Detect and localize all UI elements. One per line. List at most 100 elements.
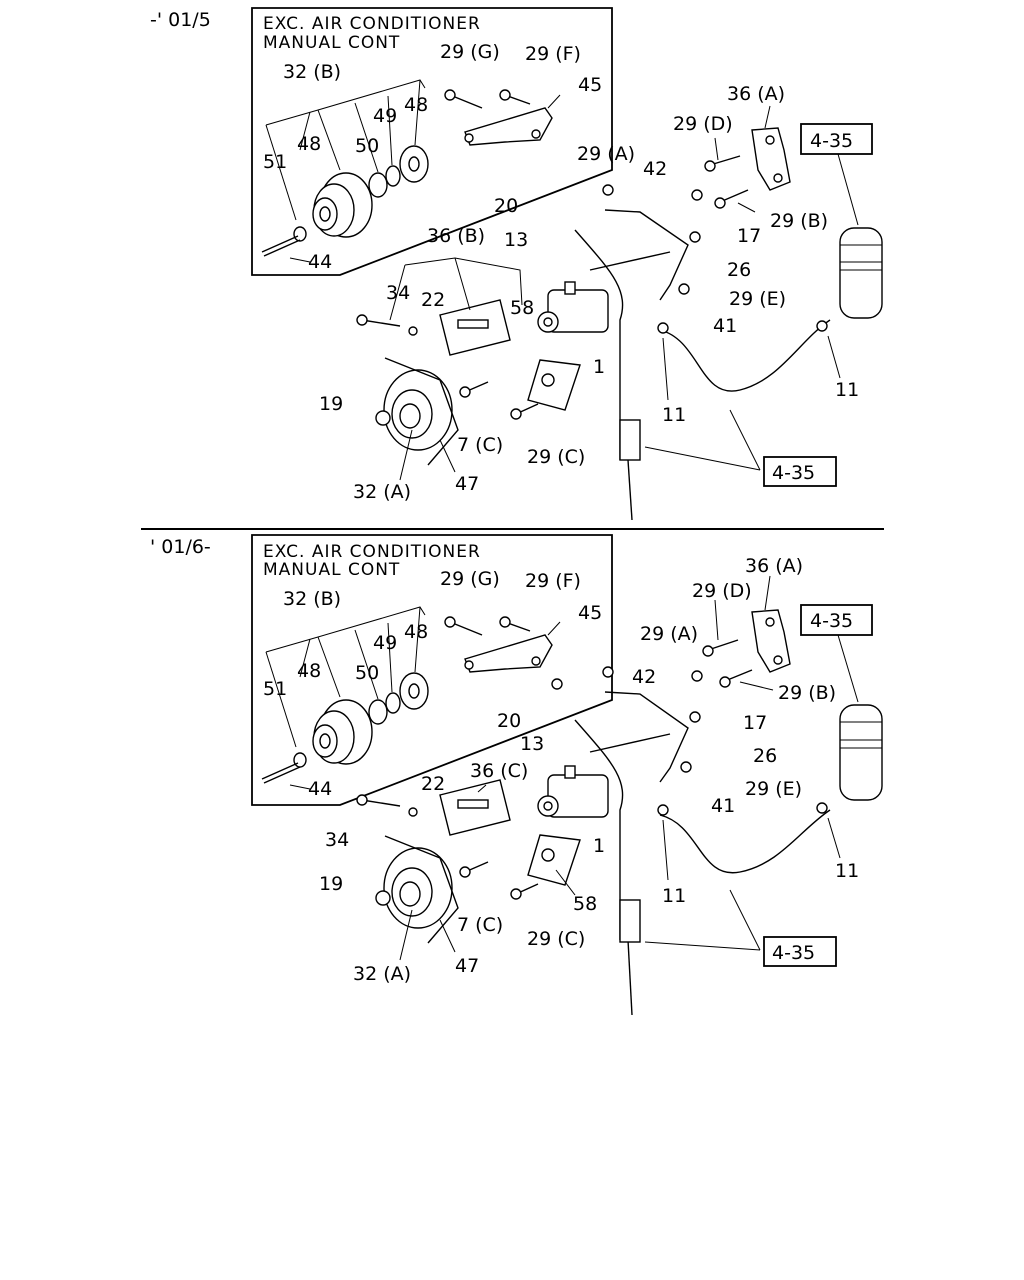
ref-4-35-hose[interactable]: 4-35 [772,462,815,484]
receiver-drier-illustration [839,227,883,319]
label-36a: 36 (A) [727,83,785,105]
inset-subtitle: MANUAL CONT [263,560,400,580]
label-26: 26 [727,259,751,281]
label-11-right: 11 [835,379,859,401]
label-41: 41 [711,795,735,817]
label-45: 45 [578,74,602,96]
label-17: 17 [743,712,767,734]
label-1: 1 [593,835,605,857]
label-58: 58 [573,893,597,915]
label-29e: 29 (E) [745,778,802,800]
bracket-45-illustration [464,634,553,673]
ref-4-35-top[interactable]: 4-35 [810,610,853,632]
label-22: 22 [421,289,445,311]
label-20: 20 [497,710,521,732]
section-bottom: ' 01/6- EXC. AIR CONDITIONER MANUAL CONT [150,534,883,1016]
label-32a: 32 (A) [353,963,411,985]
label-34: 34 [386,282,410,304]
label-49: 49 [373,105,397,127]
label-29a: 29 (A) [640,623,698,645]
label-36b: 36 (B) [427,225,485,247]
power-steering-pump-illustration [537,281,609,333]
label-42: 42 [632,666,656,688]
label-44: 44 [308,778,332,800]
label-36a: 36 (A) [745,555,803,577]
power-steering-pump-illustration [537,765,609,818]
label-29c: 29 (C) [527,928,585,950]
idler-pulley-illustration [261,145,429,257]
label-29e: 29 (E) [729,288,786,310]
label-29b: 29 (B) [778,682,836,704]
pulley-32a-illustration [375,835,459,944]
label-42: 42 [643,158,667,180]
bolt-illustration [444,89,531,109]
ref-box-4-35-hose[interactable] [763,936,837,967]
bracket-45-illustration [464,107,553,146]
inset-title: EXC. AIR CONDITIONER [263,542,481,562]
label-29g: 29 (G) [440,568,500,590]
label-51: 51 [263,678,287,700]
label-47: 47 [455,473,479,495]
label-29f: 29 (F) [525,43,581,65]
label-45: 45 [578,602,602,624]
label-32b: 32 (B) [283,588,341,610]
label-29g: 29 (G) [440,41,500,63]
label-29f: 29 (F) [525,570,581,592]
label-29b: 29 (B) [770,210,828,232]
adjuster-bracket-26 [604,209,689,301]
label-29d: 29 (D) [673,113,733,135]
label-50: 50 [355,135,379,157]
label-26: 26 [753,745,777,767]
label-36c: 36 (C) [470,760,528,782]
label-11-left: 11 [662,885,686,907]
label-32a: 32 (A) [353,481,411,503]
label-11-right: 11 [835,860,859,882]
ref-box-4-35-hose[interactable] [763,456,837,487]
adjuster-bracket-26 [604,691,689,783]
period-label: -' 01/5 [150,9,211,31]
label-48-right: 48 [404,94,428,116]
inset-subtitle: MANUAL CONT [263,33,400,53]
hose-pipe [574,229,624,460]
section-top: -' 01/5 EXC. AIR CONDITIONER MANUAL CONT [150,7,883,521]
label-29c: 29 (C) [527,446,585,468]
label-7c: 7 (C) [457,434,503,456]
label-7c: 7 (C) [457,914,503,936]
pulley-32a-illustration [375,357,459,466]
label-22: 22 [421,773,445,795]
hose-flexible [659,809,831,874]
hose-flexible [659,319,831,392]
label-20: 20 [494,195,518,217]
period-label: ' 01/6- [150,536,211,558]
bolt-illustration [444,616,531,636]
label-47: 47 [455,955,479,977]
ref-box-4-35-top[interactable] [800,123,873,155]
label-48-right: 48 [404,621,428,643]
idler-pulley-illustration [261,672,429,784]
label-48-left: 48 [297,660,321,682]
label-29a: 29 (A) [577,143,635,165]
label-32b: 32 (B) [283,61,341,83]
label-51: 51 [263,151,287,173]
label-11-left: 11 [662,404,686,426]
label-17: 17 [737,225,761,247]
label-50: 50 [355,662,379,684]
inset-title: EXC. AIR CONDITIONER [263,14,481,34]
label-34: 34 [325,829,349,851]
label-49: 49 [373,632,397,654]
label-44: 44 [308,251,332,273]
ref-box-4-35-top[interactable] [800,604,873,636]
ref-4-35-top[interactable]: 4-35 [810,130,853,152]
label-13: 13 [520,733,544,755]
receiver-drier-illustration [839,704,883,801]
label-19: 19 [319,873,343,895]
hose-pipe [574,719,624,940]
label-29d: 29 (D) [692,580,752,602]
label-41: 41 [713,315,737,337]
label-13: 13 [504,229,528,251]
label-19: 19 [319,393,343,415]
ref-4-35-hose[interactable]: 4-35 [772,942,815,964]
label-1: 1 [593,356,605,378]
label-48-left: 48 [297,133,321,155]
